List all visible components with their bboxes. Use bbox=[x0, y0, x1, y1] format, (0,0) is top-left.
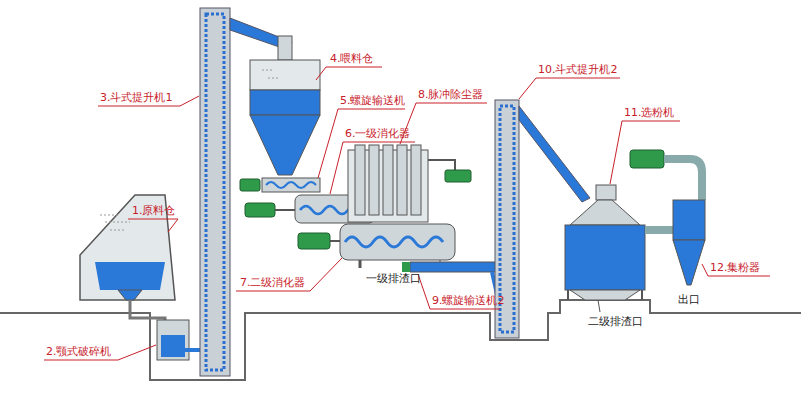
screw-conveyor-2 bbox=[440, 260, 441, 262]
jaw-crusher bbox=[157, 320, 189, 360]
secondary-digester bbox=[298, 224, 455, 268]
callout-label: 6.一级消化器 bbox=[345, 127, 411, 141]
raw-bin bbox=[80, 195, 175, 300]
pulse-dust-collector bbox=[411, 145, 421, 215]
callout-label: 9.螺旋输送机2 bbox=[432, 294, 505, 308]
callout-label: 12.集粉器 bbox=[710, 261, 761, 275]
screw-conveyor-2 bbox=[402, 262, 410, 272]
callout-label: 4.喂料仓 bbox=[330, 52, 374, 66]
powder-separator bbox=[570, 290, 640, 300]
raw-bin bbox=[80, 195, 175, 330]
jaw-crusher bbox=[157, 320, 205, 360]
pulse-dust-collector bbox=[348, 145, 471, 222]
pulse-dust-collector bbox=[369, 145, 379, 215]
powder-collector bbox=[673, 200, 705, 285]
powder-separator bbox=[568, 290, 642, 300]
callout-label: 出口 bbox=[678, 293, 700, 307]
secondary-digester bbox=[359, 260, 362, 268]
callout-label: 2.颚式破碎机 bbox=[46, 345, 112, 359]
pulse-dust-collector bbox=[397, 145, 407, 215]
leader-line bbox=[519, 78, 620, 99]
fan-and-duct bbox=[630, 150, 702, 200]
pulse-dust-collector bbox=[383, 145, 393, 215]
powder-separator bbox=[596, 185, 616, 200]
fan-and-duct bbox=[630, 150, 664, 168]
raw-bin bbox=[118, 290, 142, 300]
leader-line bbox=[44, 345, 156, 360]
pulse-dust-collector bbox=[355, 145, 365, 215]
ground-line bbox=[0, 300, 801, 380]
secondary-digester bbox=[340, 224, 455, 260]
feed-bin bbox=[250, 115, 320, 175]
screw-conveyor-1 bbox=[240, 179, 260, 191]
callout-label: 8.脉冲除尘器 bbox=[418, 88, 484, 102]
leader-line bbox=[316, 67, 382, 80]
powder-separator bbox=[570, 200, 640, 225]
callout-label: 10.斗式提升机2 bbox=[538, 63, 618, 77]
callout-label: 1.原料仓 bbox=[132, 204, 176, 218]
callout-label: 3.斗式提升机1 bbox=[100, 91, 173, 105]
feed-bin bbox=[278, 36, 292, 60]
callout-label: 5.螺旋输送机 bbox=[340, 94, 406, 108]
feed-bin bbox=[250, 90, 320, 115]
jaw-crusher bbox=[161, 335, 185, 357]
raw-bin bbox=[95, 262, 165, 290]
ground-line bbox=[0, 300, 801, 380]
leader-line bbox=[236, 258, 342, 291]
bucket-elevator-2 bbox=[495, 100, 590, 338]
screw-conveyor-2 bbox=[402, 260, 505, 330]
leader-line bbox=[128, 219, 178, 232]
leader-line bbox=[610, 121, 680, 184]
bucket-elevator-1 bbox=[206, 14, 224, 370]
secondary-digester bbox=[298, 233, 330, 249]
powder-separator bbox=[598, 300, 600, 312]
feed-bin bbox=[262, 70, 280, 78]
powder-collector bbox=[673, 200, 705, 240]
callout-label: 二级排渣口 bbox=[588, 315, 643, 329]
callout-label: 11.选粉机 bbox=[624, 106, 675, 120]
screw-conveyor-2 bbox=[410, 262, 500, 272]
bucket-elevator-2 bbox=[519, 106, 590, 202]
leader-line bbox=[400, 103, 487, 144]
screw-conveyor-1 bbox=[240, 178, 320, 192]
primary-digester bbox=[275, 209, 295, 211]
feed-bin bbox=[250, 36, 320, 175]
feed-bin bbox=[250, 60, 320, 90]
leader-line bbox=[44, 67, 770, 360]
leader-line bbox=[330, 142, 415, 194]
pulse-dust-collector bbox=[445, 170, 471, 182]
screw-conveyor-1 bbox=[266, 182, 316, 188]
powder-collector bbox=[673, 240, 705, 285]
screw-conveyor-1 bbox=[262, 178, 320, 192]
callout-label: 7.二级消化器 bbox=[240, 276, 306, 290]
fan-and-duct bbox=[664, 159, 702, 200]
powder-separator bbox=[565, 185, 680, 312]
powder-separator bbox=[565, 225, 645, 290]
secondary-digester bbox=[330, 240, 340, 242]
primary-digester bbox=[245, 203, 275, 217]
raw-bin bbox=[100, 215, 130, 230]
bucket-elevator-1 bbox=[200, 8, 230, 376]
secondary-digester bbox=[345, 237, 443, 247]
leader-line bbox=[318, 109, 405, 178]
callout-label: 一级排渣口 bbox=[366, 272, 421, 286]
